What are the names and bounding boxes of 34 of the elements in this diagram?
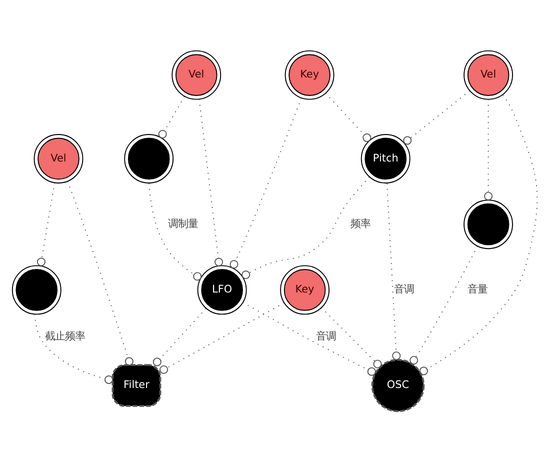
connector xyxy=(403,90,470,144)
connector xyxy=(410,245,478,364)
node-circle: Vel xyxy=(172,50,222,100)
node-box: Filter xyxy=(112,364,162,406)
node-circle xyxy=(464,199,514,249)
edge-label: 截止频率 xyxy=(45,330,86,342)
connector xyxy=(419,94,538,375)
connector xyxy=(320,306,382,368)
edge-label: 调制量 xyxy=(168,218,198,230)
edge-label: 音调 xyxy=(394,283,414,296)
connector xyxy=(148,182,202,280)
node-circle xyxy=(12,264,62,314)
node-circle: Vel xyxy=(34,134,84,183)
edge-label: 音调 xyxy=(316,330,336,342)
connector xyxy=(34,313,114,384)
edge-label: 频率 xyxy=(350,218,370,230)
edge-label: 音量 xyxy=(467,283,488,296)
connector xyxy=(158,96,185,138)
connector xyxy=(325,92,372,142)
connector xyxy=(484,98,493,200)
node-circle xyxy=(124,134,174,183)
connector xyxy=(198,98,224,266)
node-circle: Key xyxy=(280,264,330,314)
connector xyxy=(36,182,56,266)
connector xyxy=(242,302,376,376)
connector xyxy=(67,180,134,366)
node-circle: Vel xyxy=(464,50,514,100)
node-circle: LFO xyxy=(197,264,247,314)
node-circle: Key xyxy=(284,50,334,100)
connector xyxy=(386,182,401,360)
connector xyxy=(152,308,206,366)
connector xyxy=(242,176,370,279)
connector xyxy=(160,302,284,374)
connector xyxy=(230,97,302,268)
